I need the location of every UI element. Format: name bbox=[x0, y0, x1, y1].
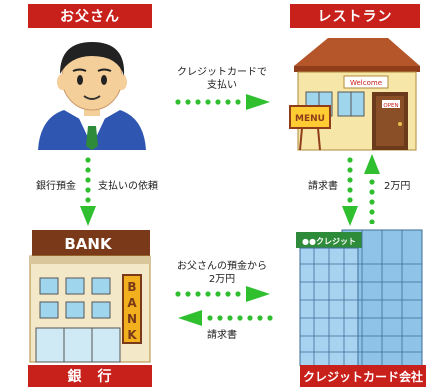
arrow-bank-to-card bbox=[175, 286, 270, 302]
bank-name-sign: BANK bbox=[64, 235, 113, 253]
bank-building-icon: BANK B A N K bbox=[29, 230, 151, 363]
card-company-building-icon: ●●クレジット bbox=[296, 229, 423, 366]
flow-restaurant-card-label: 請求書 bbox=[308, 181, 338, 192]
father-label: お父さん bbox=[28, 4, 152, 28]
restaurant-building-icon: Welcome OPEN MENU bbox=[289, 38, 420, 151]
restaurant-door-sign: OPEN bbox=[383, 103, 398, 109]
bank-vertical-sign-b: B bbox=[127, 280, 136, 294]
card-company-sign: ●●クレジット bbox=[302, 236, 356, 246]
card-company-label: クレジットカード会社 bbox=[300, 365, 426, 387]
father-figure-icon bbox=[38, 42, 146, 150]
flow-father-restaurant-line2: 支払い bbox=[207, 80, 237, 91]
bank-vertical-sign-a: A bbox=[127, 296, 137, 310]
restaurant-label: レストラン bbox=[290, 4, 420, 28]
restaurant-menu-sign: MENU bbox=[295, 114, 325, 124]
flow-bank-card-line1: お父さんの預金から bbox=[177, 261, 267, 272]
arrow-card-to-bank bbox=[178, 310, 273, 326]
flow-father-bank-left: 銀行預金 bbox=[36, 181, 76, 192]
arrow-restaurant-to-card bbox=[342, 157, 358, 226]
flow-father-restaurant-line1: クレジットカードで bbox=[177, 67, 267, 78]
flow-card-restaurant-label: 2万円 bbox=[384, 181, 411, 192]
bank-label: 銀 行 bbox=[28, 365, 152, 387]
flow-father-bank-right: 支払いの依頼 bbox=[98, 181, 158, 192]
flow-card-bank-label: 請求書 bbox=[207, 330, 237, 341]
arrow-father-to-restaurant bbox=[175, 94, 270, 110]
bank-vertical-sign-n: N bbox=[127, 312, 137, 326]
arrow-card-to-restaurant bbox=[364, 154, 380, 224]
flow-bank-card-line2: 2万円 bbox=[208, 274, 236, 285]
bank-vertical-sign-k: K bbox=[127, 328, 137, 342]
restaurant-welcome-sign: Welcome bbox=[350, 79, 382, 87]
arrow-father-to-bank bbox=[80, 157, 96, 226]
